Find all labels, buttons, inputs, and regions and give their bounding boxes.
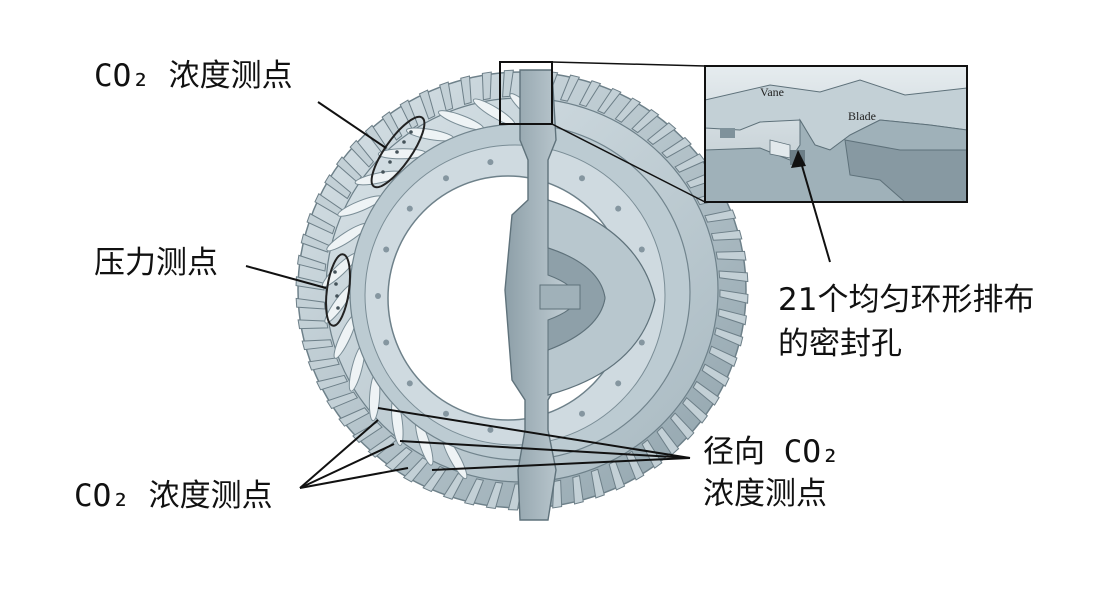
- bolt-hole: [443, 410, 449, 417]
- label-radial-line2: 浓度测点: [703, 476, 827, 512]
- leader-co2-bottom-b: [299, 443, 395, 489]
- rim-vane: [481, 71, 492, 101]
- pressure-probe-marker: [325, 253, 351, 327]
- rim-vane: [597, 87, 622, 115]
- leader-lines: [245, 101, 831, 489]
- rim-vane: [646, 122, 677, 146]
- rim-vane: [463, 478, 485, 506]
- rim-vane: [402, 457, 430, 483]
- bolt-hole: [406, 205, 413, 212]
- rim-vane: [708, 345, 738, 368]
- rim-vane: [692, 380, 720, 406]
- rim-vane: [714, 327, 744, 347]
- vane-label: Vane: [760, 85, 784, 99]
- bolt-hole: [383, 246, 390, 253]
- label-seal-line1: 21个均匀环形排布: [778, 282, 1035, 318]
- rim-vane: [710, 229, 743, 241]
- bolt-hole: [638, 339, 645, 346]
- rim-vane: [572, 475, 584, 505]
- rim-vane: [307, 357, 340, 371]
- rim-vane: [631, 108, 660, 134]
- rim-vane: [352, 421, 383, 444]
- rim-vane: [661, 136, 692, 159]
- label-pressure: 压力测点: [94, 245, 218, 281]
- rim-vane: [418, 89, 436, 120]
- cutaway-section: [504, 69, 656, 521]
- label-co2-bottom: CO₂ 浓度测点: [74, 478, 273, 514]
- rim-vane: [439, 81, 454, 112]
- rim-vane: [297, 319, 329, 330]
- bolt-hole: [615, 380, 622, 387]
- rim-vane: [715, 250, 747, 261]
- rim-vane: [326, 391, 359, 410]
- rim-vane: [502, 69, 514, 98]
- zoom-connector-bottom: [551, 123, 706, 203]
- leader-radial-b: [399, 440, 691, 459]
- rim-vane: [717, 308, 747, 326]
- label-radial-line1: 径向 CO₂: [703, 434, 840, 470]
- label-seal-line2: 的密封孔: [778, 326, 902, 362]
- probe-dots: [333, 130, 413, 310]
- rim-vane: [301, 339, 334, 351]
- rim-vane: [485, 481, 504, 510]
- leader-co2-bottom-a: [299, 419, 379, 489]
- rim-vane: [608, 460, 626, 491]
- rim-vane: [422, 465, 447, 493]
- bolt-hole: [383, 339, 390, 346]
- rim-vane: [590, 468, 605, 499]
- rim-vane: [559, 74, 581, 102]
- rim-vane: [719, 289, 749, 304]
- zoom-inset: Vane Blade: [704, 65, 968, 203]
- rim-vane: [614, 97, 642, 123]
- seal-arrow-head: [791, 150, 806, 168]
- rim-vane: [349, 139, 375, 168]
- leader-seal-holes: [797, 151, 831, 263]
- rim-vane: [669, 412, 695, 441]
- rim-vane: [384, 446, 413, 472]
- rim-vane: [297, 254, 327, 272]
- bolt-hole: [487, 159, 494, 166]
- rim-vane: [718, 270, 749, 283]
- leader-co2-bottom-c: [299, 467, 409, 489]
- label-co2-top: CO₂ 浓度测点: [94, 58, 293, 94]
- rim-vane: [295, 297, 326, 310]
- rim-vane: [578, 80, 602, 108]
- rim-vane: [701, 363, 730, 387]
- rim-vane: [460, 75, 472, 105]
- rim-vane: [552, 479, 563, 509]
- bolt-hole: [487, 426, 494, 433]
- bolt-hole: [615, 205, 622, 212]
- rim-vane: [399, 99, 419, 130]
- co2-probe-marker-top: [370, 115, 426, 189]
- detail-source-box: [499, 61, 553, 125]
- leader-radial-c: [431, 457, 691, 471]
- zoom-connector-top: [551, 61, 706, 67]
- bolt-hole: [579, 410, 585, 417]
- rim-vanes: [295, 69, 749, 511]
- bolt-hole: [638, 246, 645, 253]
- bolt-hole: [375, 293, 381, 299]
- rim-vane: [306, 212, 336, 235]
- rim-vane: [338, 407, 370, 427]
- leader-pressure: [245, 265, 327, 289]
- rim-vane: [315, 374, 349, 391]
- blade-label: Blade: [848, 109, 876, 123]
- rim-vane: [682, 397, 709, 424]
- bolt-hole: [579, 175, 585, 182]
- leader-co2-top: [317, 101, 387, 149]
- leader-radial-a: [377, 407, 691, 459]
- bolt-hole: [443, 175, 449, 182]
- rim-vane: [704, 209, 737, 223]
- rim-vane: [324, 174, 352, 200]
- bolt-hole: [406, 380, 413, 387]
